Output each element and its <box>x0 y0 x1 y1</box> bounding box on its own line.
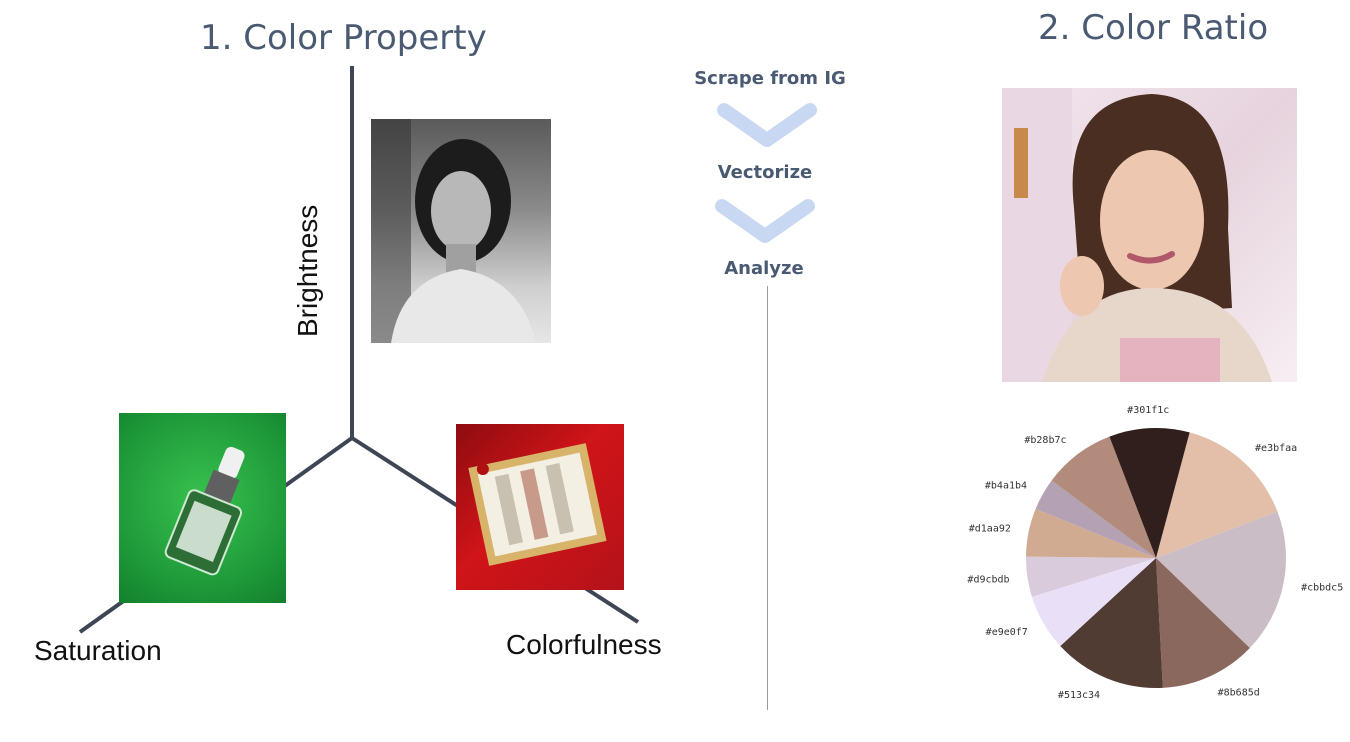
pie-slice-label: #cbbdc5 <box>1301 582 1343 593</box>
green-serum-product-image <box>119 413 286 603</box>
pie-slice-label: #d9cbdb <box>967 575 1009 586</box>
pie-slice-label: #d1aa92 <box>969 524 1011 535</box>
brightness-axis-label: Brightness <box>292 204 323 337</box>
pipeline-step-analyze-label: Analyze <box>724 258 804 279</box>
pie-slice <box>1109 428 1190 558</box>
pie-slice-label: #301f1c <box>1127 405 1169 416</box>
pipeline-step-scrape: Scrape from IG <box>690 68 850 89</box>
pie-slice <box>1156 558 1250 688</box>
pie-slice-label: #b28b7c <box>1024 435 1066 446</box>
pie-slice <box>1026 556 1156 597</box>
pie-slice <box>1060 558 1163 688</box>
red-lipstick-box-image <box>456 424 624 590</box>
pie-labels: #e3bfaa #cbbdc5 #8b685d #513c34 #e9e0f7 #d9cb… <box>967 405 1343 701</box>
section-1-title: 1. Color Property <box>200 18 487 58</box>
down-chevron-icon <box>717 103 817 147</box>
pie-slice <box>1156 432 1278 558</box>
pipeline-step-scrape-label: Scrape from IG <box>694 68 846 89</box>
pie-slice-label: #e9e0f7 <box>986 627 1028 638</box>
pie-slice-label: #e3bfaa <box>1255 443 1297 454</box>
pie-slice <box>1026 508 1156 558</box>
color-ratio-pie-chart: #e3bfaa #cbbdc5 #8b685d #513c34 #e9e0f7 #d9cb… <box>967 405 1343 701</box>
pie-slice-label: #513c34 <box>1058 690 1100 701</box>
pie-slice <box>1035 480 1156 558</box>
portrait-silhouette <box>371 119 536 343</box>
pie-slice <box>1156 511 1286 648</box>
section-2-title: 2. Color Ratio <box>1038 8 1269 48</box>
gift-box <box>468 443 607 566</box>
pipeline-step-vectorize-label: Vectorize <box>717 162 813 183</box>
pie-slice-label: #8b685d <box>1218 688 1260 699</box>
pipeline-step-vectorize: Vectorize <box>690 162 840 183</box>
portrait-figure <box>1002 88 1272 382</box>
pie-slices <box>1026 428 1286 688</box>
section-divider <box>767 286 768 710</box>
pie-slice-label: #b4a1b4 <box>985 480 1027 491</box>
down-chevron-icon <box>715 199 815 243</box>
serum-bottle <box>164 446 245 576</box>
grayscale-portrait-image <box>371 119 551 343</box>
color-portrait-image <box>1002 88 1297 382</box>
pie-slice <box>1051 436 1156 558</box>
pie-slice <box>1031 558 1156 646</box>
colorfulness-axis-label: Colorfulness <box>506 629 662 660</box>
saturation-axis-label: Saturation <box>34 635 162 666</box>
pipeline-step-analyze: Analyze <box>690 258 838 279</box>
